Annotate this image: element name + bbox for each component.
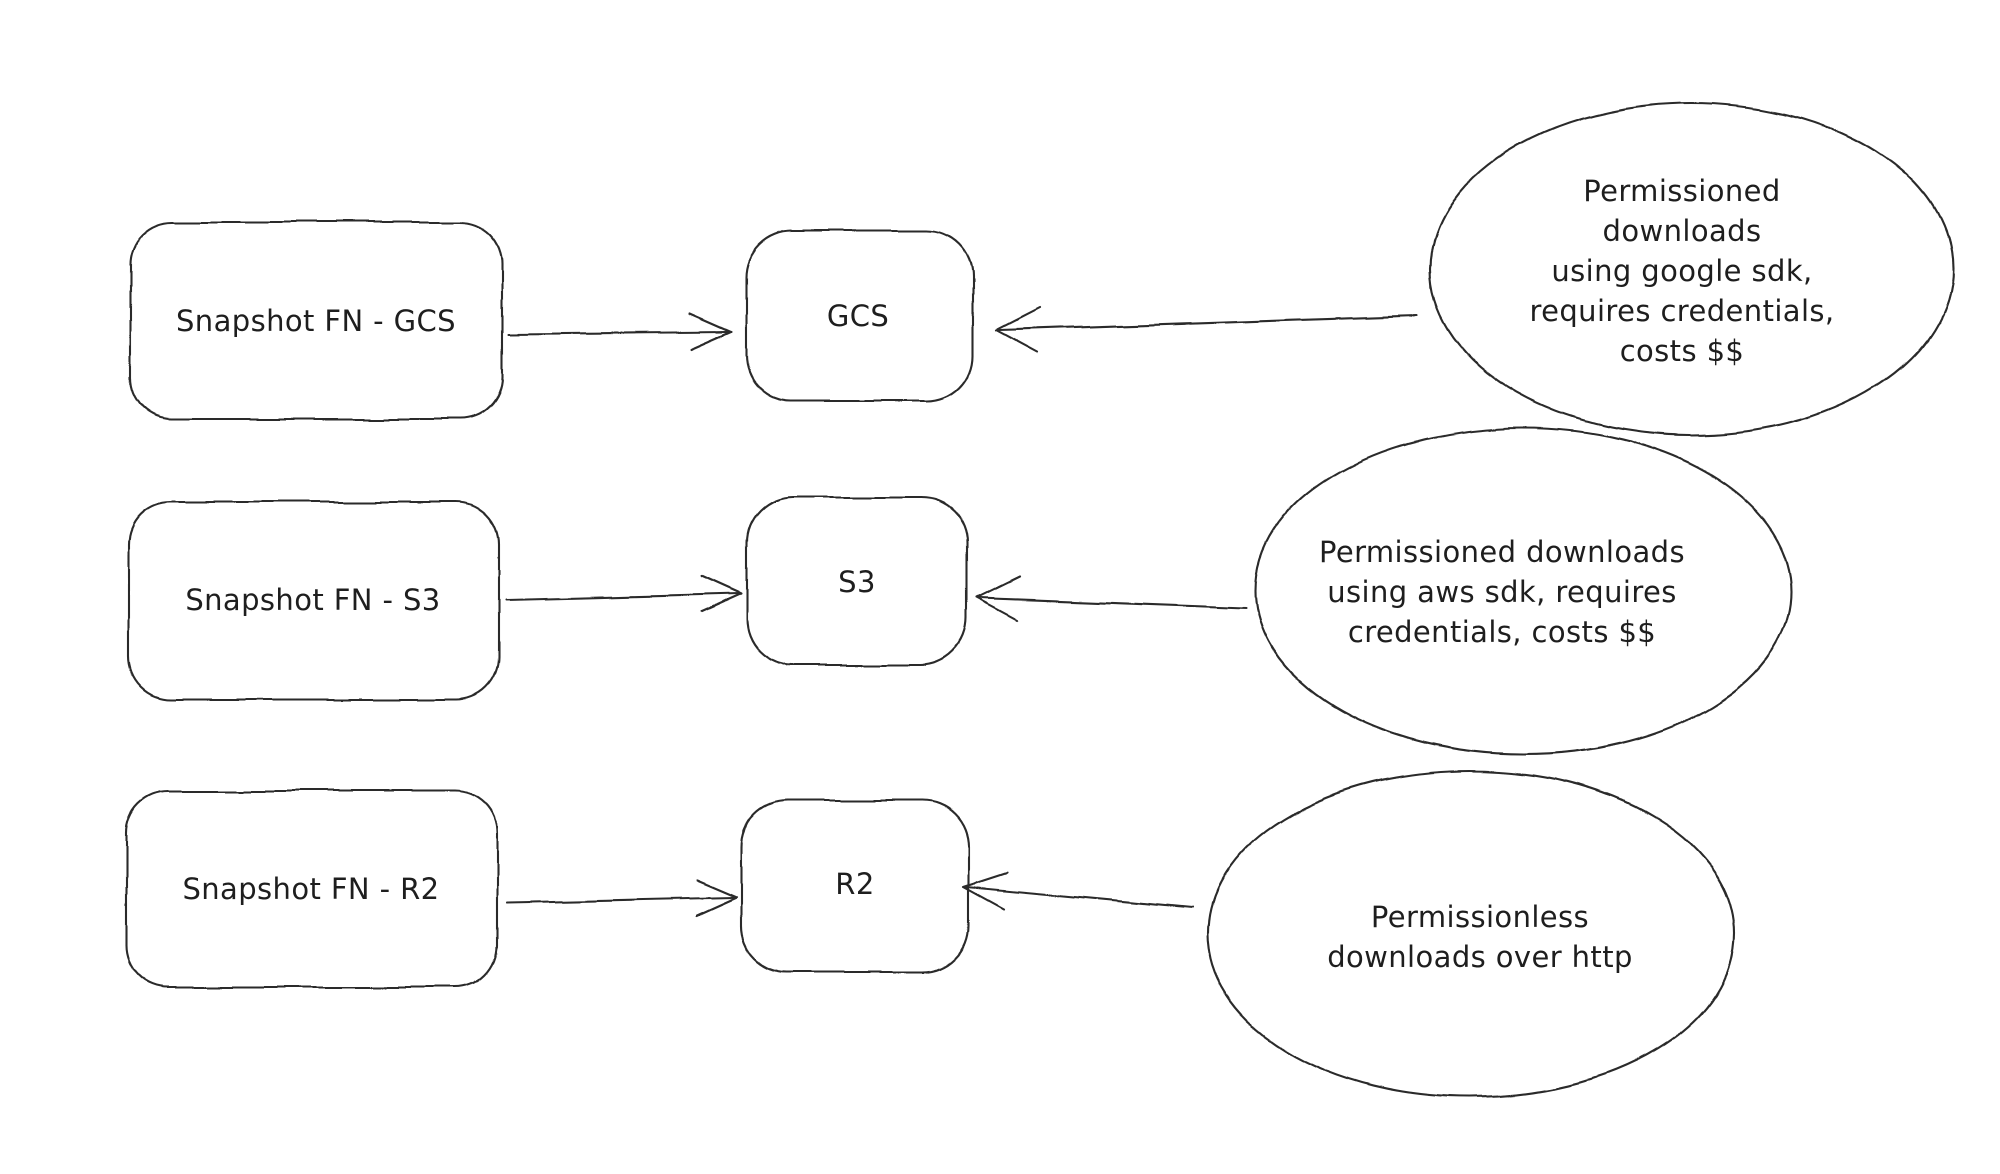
source-box-label-r2: Snapshot FN - R2	[182, 871, 440, 906]
arrow-gcs-source-to-target	[506, 312, 734, 352]
note-text-r2: Permissionless downloads over http	[1327, 899, 1633, 974]
source-box-label-s3: Snapshot FN - S3	[185, 582, 441, 617]
arrow-s3-note-to-target	[975, 575, 1247, 622]
arrow-gcs-note-to-target	[994, 306, 1420, 354]
target-box-gcs	[744, 229, 974, 403]
note-ellipse-gcs	[1428, 101, 1954, 437]
target-box-label-gcs: GCS	[826, 298, 890, 333]
arrow-s3-source-to-target	[504, 574, 743, 614]
note-ellipse-s3	[1253, 426, 1793, 756]
source-box-gcs	[128, 220, 504, 421]
arrow-r2-note-to-target	[962, 871, 1194, 911]
note-text-s3: Permissioned downloads using aws sdk, re…	[1318, 534, 1686, 650]
arrow-r2-source-to-target	[505, 879, 738, 918]
source-box-r2	[124, 789, 499, 989]
target-box-label-r2: R2	[835, 866, 875, 901]
source-box-label-gcs: Snapshot FN - GCS	[176, 303, 456, 338]
source-box-s3	[126, 500, 501, 701]
target-box-s3	[745, 495, 969, 667]
note-text-gcs: Permissioned downloads using google sdk,…	[1529, 173, 1835, 369]
target-box-label-s3: S3	[838, 564, 876, 599]
note-ellipse-r2	[1205, 769, 1737, 1099]
